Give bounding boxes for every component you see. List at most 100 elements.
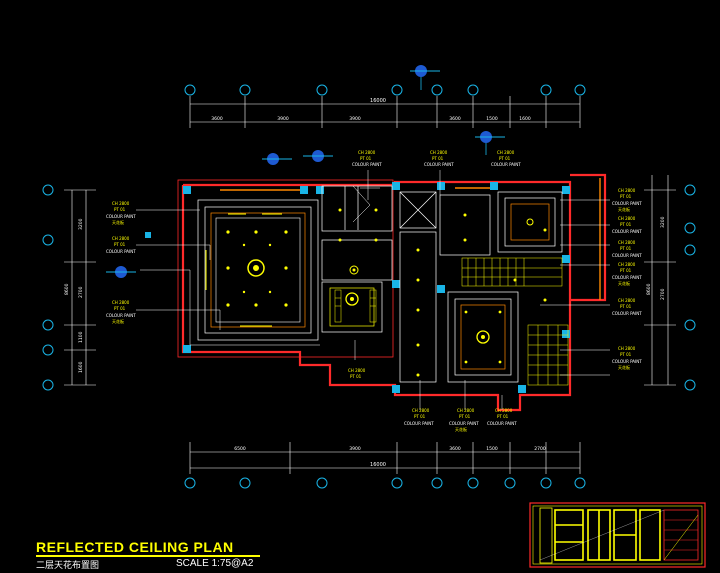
- ceiling-tag-bottom-3: CH 2800 PT 01 COLOUR PAINT: [487, 408, 517, 426]
- hatched-panel-center: [461, 257, 563, 287]
- hatched-panel-left: [334, 289, 377, 323]
- tag-note: 天花板: [112, 318, 124, 324]
- tag-paint: COLOUR PAINT: [352, 162, 382, 167]
- central-corridor: [321, 185, 491, 383]
- title-block: [529, 502, 706, 568]
- tag-paint: COLOUR PAINT: [612, 275, 642, 280]
- right-segment-2: 2700: [660, 288, 666, 300]
- tag-material: PT 01: [620, 352, 632, 357]
- stair-chandelier: [349, 265, 359, 275]
- top-segment-4: 3600: [449, 116, 461, 122]
- tag-paint: COLOUR PAINT: [612, 359, 642, 364]
- right-dimension-chain: [644, 175, 676, 386]
- tag-material: PT 01: [497, 414, 509, 419]
- top-dimension-chain: [189, 96, 581, 128]
- tag-material: PT 01: [350, 374, 362, 379]
- tag-material: PT 01: [499, 156, 511, 161]
- top-segment-1: 3600: [211, 116, 223, 122]
- tag-code: CH 2800: [112, 300, 130, 305]
- bottom-segment-labels: 6500 3900 3600 1500 2700: [234, 446, 546, 452]
- wall-accents: [220, 178, 601, 300]
- living-room-downlights: [226, 230, 288, 307]
- tag-code: CH 2800: [412, 408, 430, 413]
- tag-code: CH 2800: [112, 236, 130, 241]
- ceiling-tag-left-3: CH 2800 PT 01 COLOUR PAINT 天花板: [106, 300, 136, 324]
- left-segment-3: 1100: [78, 331, 84, 343]
- bottom-segment-4: 1500: [486, 446, 498, 452]
- tag-material: PT 01: [620, 194, 632, 199]
- exterior-walls: [177, 173, 607, 412]
- ceiling-tag-left-1: CH 2800 PT 01 COLOUR PAINT 天花板: [106, 201, 136, 225]
- tag-paint: COLOUR PAINT: [449, 421, 479, 426]
- corridor-downlights: [338, 208, 547, 377]
- section-marker-left: [106, 266, 136, 278]
- left-overall-dimension: 8600: [64, 283, 70, 295]
- tag-paint: COLOUR PAINT: [106, 214, 136, 219]
- tag-code: CH 2800: [618, 346, 636, 351]
- tag-note: 天花板: [618, 364, 630, 370]
- ceiling-tag-right-6: CH 2800 PT 01 COLOUR PAINT 天花板: [612, 346, 642, 370]
- tag-material: PT 01: [459, 414, 471, 419]
- ceiling-tag-right-3: CH 2800 PT 01 COLOUR PAINT: [612, 240, 642, 258]
- title-underline: [36, 555, 260, 557]
- tag-code: CH 2800: [618, 262, 636, 267]
- section-marker-top-1: [410, 65, 440, 90]
- tag-code: CH 2800: [495, 408, 513, 413]
- tag-code: CH 2800: [112, 201, 130, 206]
- top-segment-2: 3900: [277, 116, 289, 122]
- left-segment-1: 3200: [78, 218, 84, 230]
- ceiling-tag-right-5: CH 2800 PT 01 COLOUR PAINT: [612, 298, 642, 316]
- right-segment-labels: 3200 2700 8600: [646, 216, 666, 300]
- tag-paint: COLOUR PAINT: [487, 421, 517, 426]
- tag-paint: COLOUR PAINT: [612, 229, 642, 234]
- right-overall-dimension: 8600: [646, 283, 652, 295]
- top-segment-labels: 3600 3900 3900 3600 1500 1600: [211, 116, 531, 122]
- stair-area: [352, 185, 380, 223]
- tag-note: 天花板: [618, 206, 630, 212]
- tag-code: CH 2800: [348, 368, 366, 373]
- bedroom-ceiling: [497, 191, 563, 253]
- tag-code: CH 2800: [618, 298, 636, 303]
- tag-code: CH 2800: [457, 408, 475, 413]
- tag-material: PT 01: [620, 246, 632, 251]
- section-marker-top-3: [262, 153, 292, 165]
- bottom-segment-2: 3900: [349, 446, 361, 452]
- tag-material: PT 01: [620, 304, 632, 309]
- small-room-ceiling: [321, 281, 383, 333]
- tag-code: CH 2800: [618, 188, 636, 193]
- tag-paint: COLOUR PAINT: [491, 162, 521, 167]
- left-dimension-grid-circles: [42, 184, 54, 391]
- drawing-title: REFLECTED CEILING PLAN: [36, 539, 234, 555]
- ceiling-tag-center: CH 2800 PT 01: [348, 368, 366, 379]
- left-segment-4: 1600: [78, 361, 84, 373]
- tag-paint: COLOUR PAINT: [404, 421, 434, 426]
- right-segment-1: 3200: [660, 216, 666, 228]
- master-room-ceiling: [447, 291, 519, 383]
- master-room-downlights: [464, 310, 502, 364]
- top-segment-6: 1600: [519, 116, 531, 122]
- drawing-subtitle: 二层天花布置图: [36, 561, 100, 571]
- ceiling-tag-right-1: CH 2800 PT 01 COLOUR PAINT 天花板: [612, 188, 642, 212]
- ceiling-tag-top-2: CH 2800 PT 01 COLOUR PAINT: [424, 150, 454, 167]
- bottom-segment-3: 3600: [449, 446, 461, 452]
- tag-paint: COLOUR PAINT: [612, 311, 642, 316]
- small-room-chandelier: [345, 292, 359, 306]
- ceiling-tag-right-2: CH 2800 PT 01 COLOUR PAINT: [612, 216, 642, 234]
- living-room-chandelier: [247, 259, 265, 277]
- bottom-overall-dimension: 16000: [370, 462, 386, 468]
- tag-code: CH 2800: [497, 150, 515, 155]
- tag-material: PT 01: [114, 207, 126, 212]
- section-marker-top-2: [475, 131, 505, 155]
- left-segment-2: 2700: [78, 286, 84, 298]
- bottom-segment-1: 6500: [234, 446, 246, 452]
- tag-material: PT 01: [114, 306, 126, 311]
- left-segment-labels: 3200 2700 1100 1600 8600: [64, 218, 84, 373]
- left-dimension-chain: [64, 189, 96, 386]
- bedroom-light: [526, 218, 534, 226]
- bottom-dimension-grid-circles: [184, 477, 586, 489]
- drawing-scale: SCALE 1:75@A2: [176, 558, 254, 569]
- tag-paint: COLOUR PAINT: [612, 201, 642, 206]
- tag-material: PT 01: [414, 414, 426, 419]
- leader-lines: [136, 170, 610, 410]
- ceiling-tag-top-1: CH 2800 PT 01 COLOUR PAINT: [352, 150, 382, 167]
